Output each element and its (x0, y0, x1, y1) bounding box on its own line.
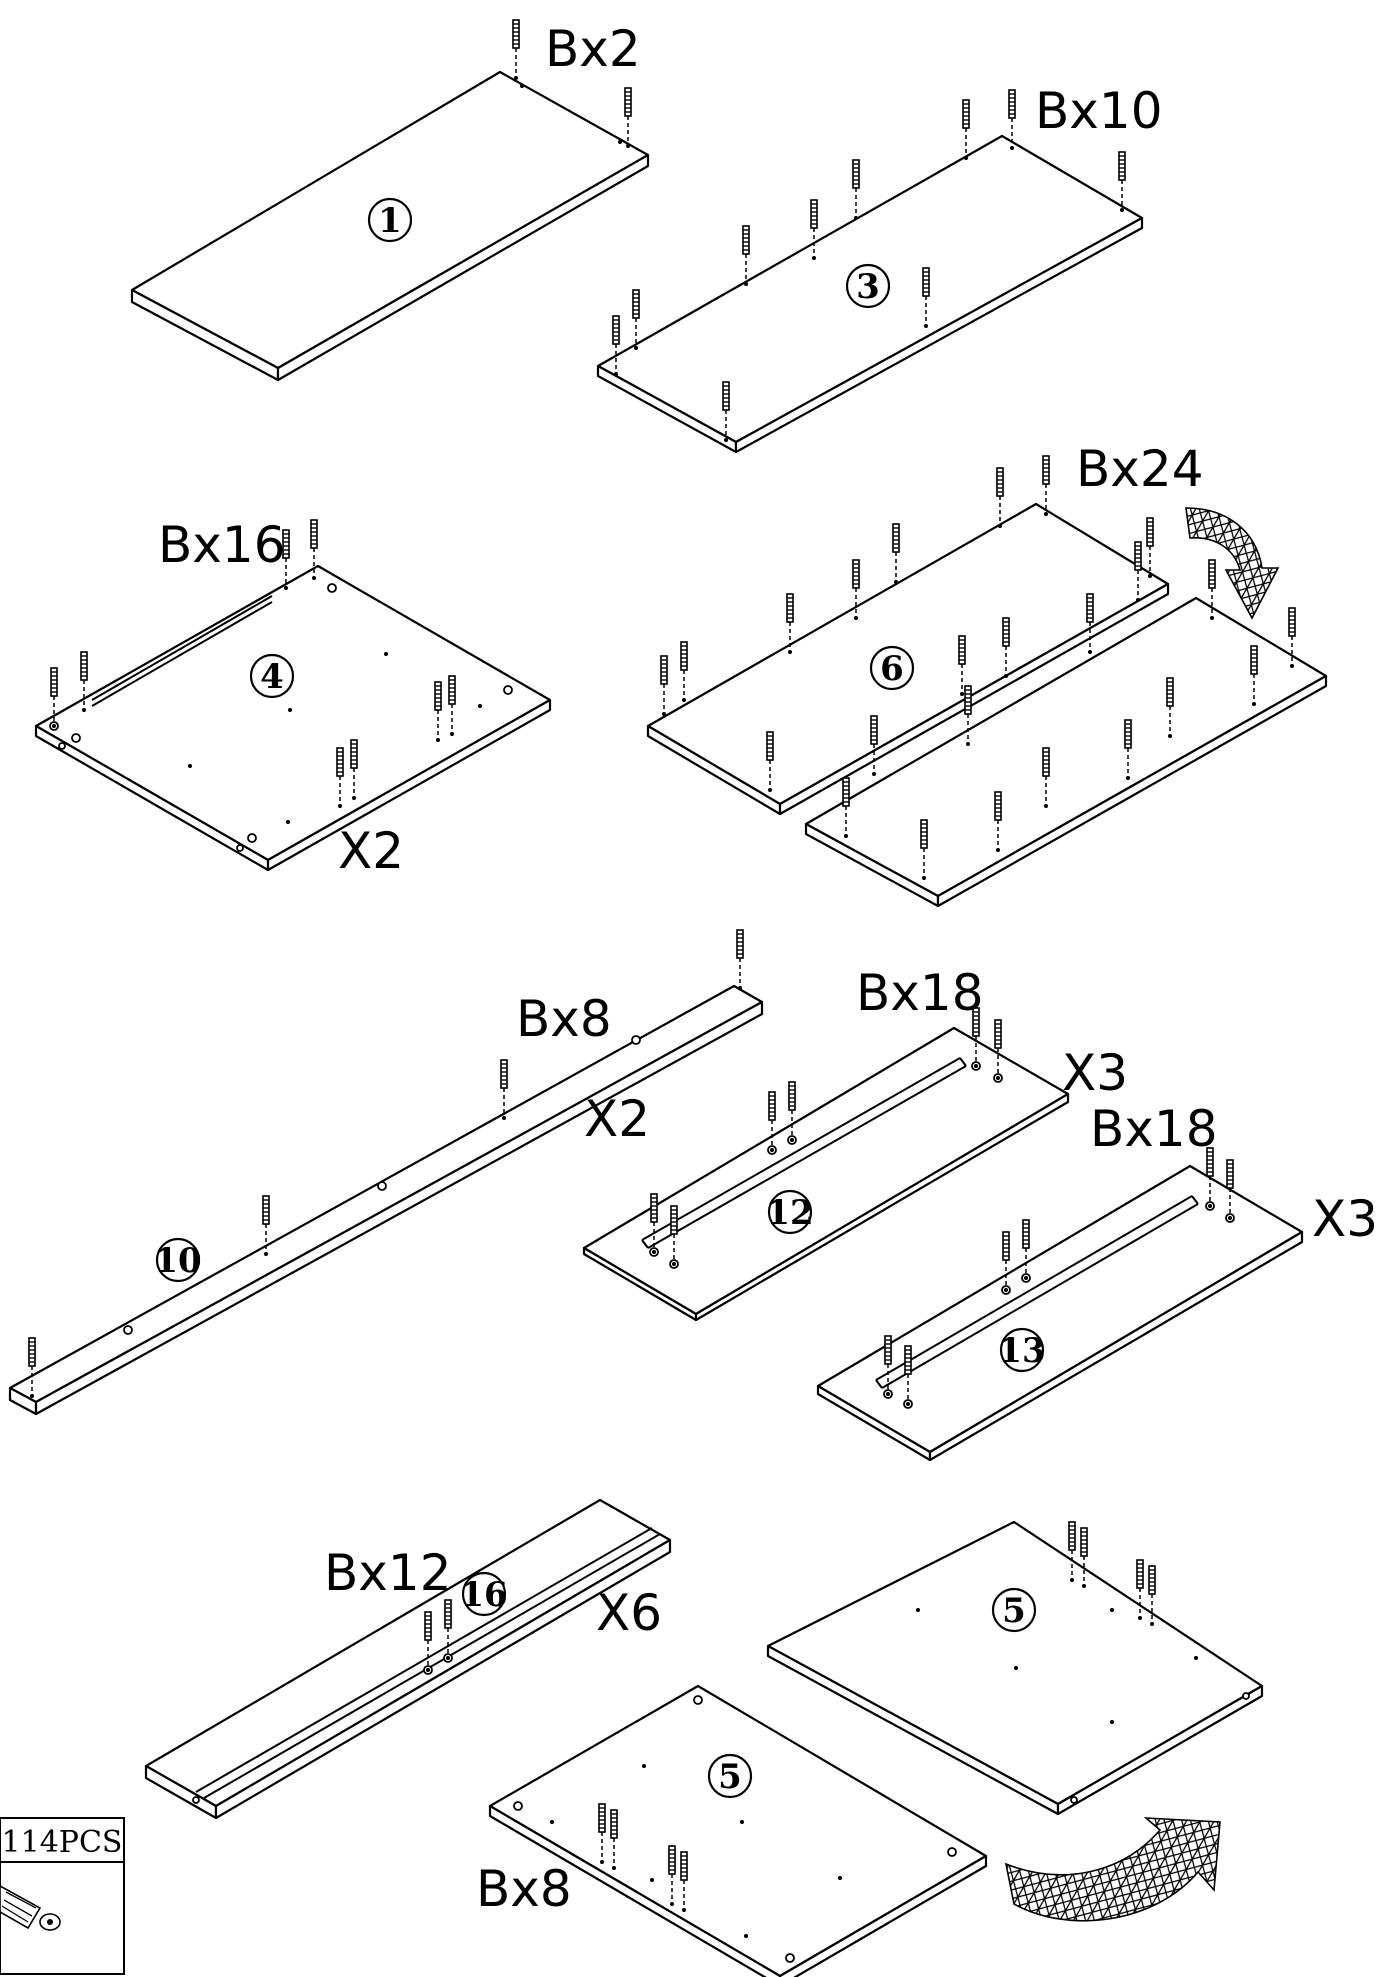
svg-text:5: 5 (1002, 1591, 1026, 1631)
svg-text:12: 12 (766, 1193, 813, 1233)
part-16-multiplier-label: X6 (596, 1584, 662, 1642)
part-10-multiplier-label: X2 (584, 1090, 650, 1148)
part-13-number: 13 (998, 1327, 1046, 1373)
rotate-arrow-icon (1004, 1817, 1221, 1922)
flip-arrow-icon (1185, 507, 1280, 620)
part-5-qty-label: Bx8 (476, 1860, 572, 1918)
part-10-rail (8, 929, 764, 1416)
part-12-panel (582, 1007, 1070, 1322)
part-6-qty-label: Bx24 (1076, 440, 1204, 498)
part-13-qty-label: Bx18 (1090, 1100, 1218, 1158)
part-12-qty-label: Bx18 (856, 964, 984, 1022)
part-13-multiplier-label: X3 (1312, 1190, 1378, 1248)
part-13-panel (816, 1147, 1304, 1462)
part-12-multiplier-label: X3 (1062, 1044, 1128, 1102)
hardware-count: 114PCS (2, 1825, 123, 1860)
part-1-qty-label: Bx2 (545, 20, 641, 78)
part-16-number: 16 (460, 1571, 508, 1617)
part-10-qty-label: Bx8 (516, 990, 612, 1048)
part-16-rail (144, 1498, 672, 1820)
part-4-number: 4 (249, 653, 295, 699)
svg-text:13: 13 (998, 1331, 1045, 1371)
svg-text:3: 3 (856, 267, 880, 307)
svg-text:1: 1 (378, 201, 402, 241)
part-4-panel (34, 519, 552, 872)
part-4-multiplier-label: X2 (338, 822, 404, 880)
svg-text:6: 6 (880, 649, 904, 689)
part-1-number: 1 (367, 197, 413, 243)
part-12-number: 12 (766, 1189, 814, 1235)
part-3-qty-label: Bx10 (1035, 82, 1163, 140)
part-6-panel-lower (804, 559, 1328, 908)
svg-text:4: 4 (260, 657, 284, 697)
dowel-bag-icon (0, 1885, 61, 1931)
svg-text:16: 16 (460, 1575, 507, 1615)
part-6-number: 6 (869, 645, 915, 691)
part-5b-number: 5 (707, 1753, 753, 1799)
part-5-panel-upper (766, 1520, 1264, 1816)
hardware-box: 114PCS (0, 1817, 125, 1975)
part-3-number: 3 (845, 263, 891, 309)
part-4-qty-label: Bx16 (158, 516, 286, 574)
svg-text:10: 10 (154, 1241, 201, 1281)
part-5a-number: 5 (991, 1587, 1037, 1633)
part-5-panel-lower (488, 1684, 988, 1977)
svg-text:5: 5 (718, 1757, 742, 1797)
part-16-qty-label: Bx12 (324, 1544, 452, 1602)
part-10-number: 10 (154, 1237, 202, 1283)
